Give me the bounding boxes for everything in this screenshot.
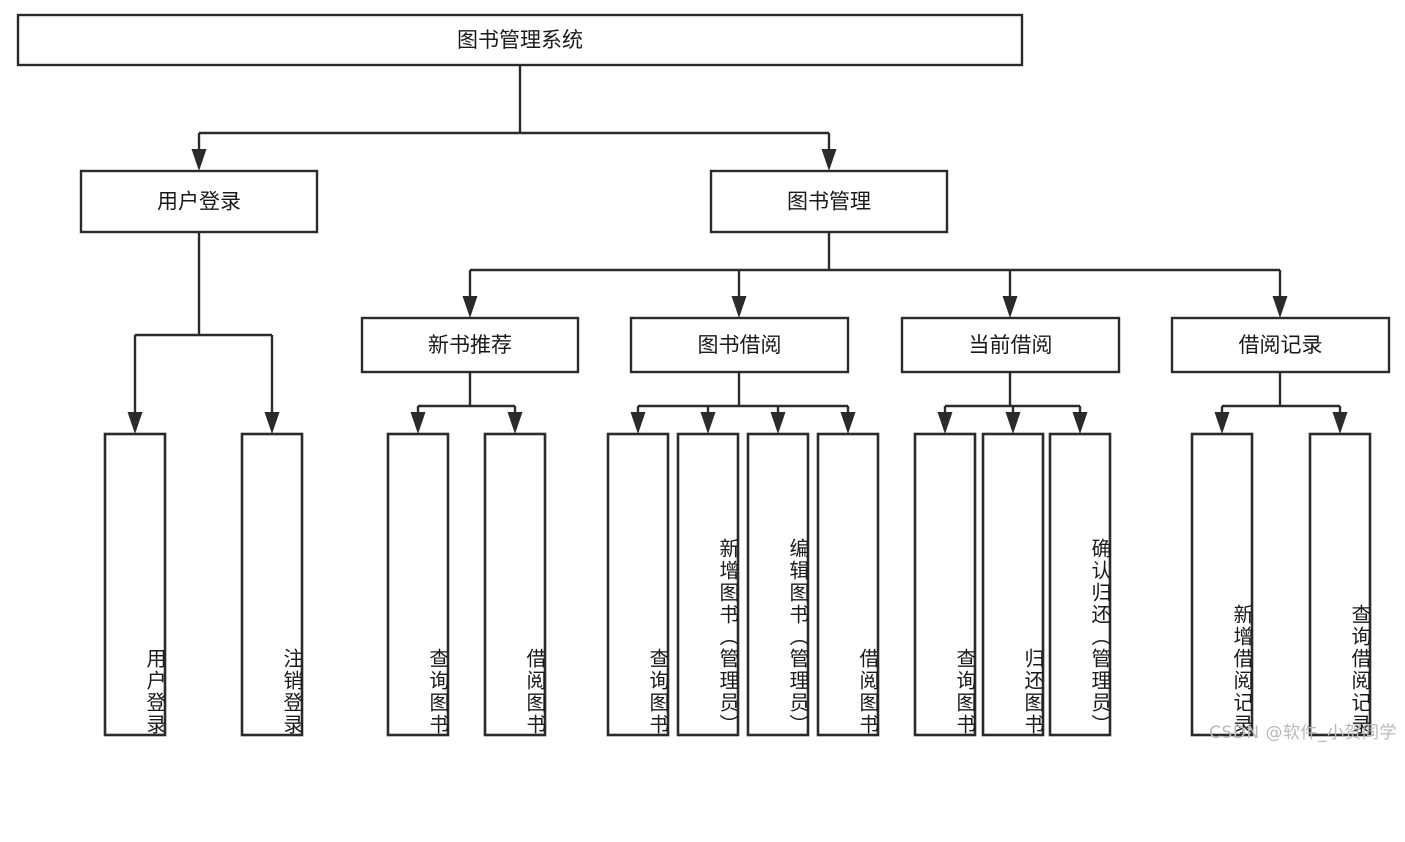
- watermark: CSDN @软件_小贺同学: [1209, 723, 1397, 743]
- level3-node-label-borrow-record: 借阅记录: [1239, 333, 1323, 357]
- level3-node-box-book-borrow[interactable]: [629, 316, 850, 374]
- level3-node-label-current-borrow: 当前借阅: [969, 333, 1053, 357]
- level2-node-box-book-management[interactable]: [709, 169, 949, 234]
- connector-arrow-icon: [1272, 296, 1288, 318]
- connector-arrow-icon: [840, 412, 856, 434]
- leaf-node-box-leaf-logout-login[interactable]: [240, 432, 304, 737]
- level3-node-box-current-borrow[interactable]: [900, 316, 1121, 374]
- connector-arrow-icon: [770, 412, 786, 434]
- level3-node-box-borrow-record[interactable]: [1170, 316, 1391, 374]
- leaf-node-box-leaf-query-borrow-record[interactable]: [1308, 432, 1372, 737]
- leaf-node-box-leaf-user-login[interactable]: [103, 432, 167, 737]
- connector-arrow-icon: [1332, 412, 1348, 434]
- level2-node-box-user-login[interactable]: [79, 169, 319, 234]
- connector-arrow-icon: [937, 412, 953, 434]
- diagram-canvas: 图书管理系统用户登录图书管理新书推荐图书借阅当前借阅借阅记录 用户登录注销登录查…: [16, 13, 1397, 743]
- connector-arrow-icon: [821, 149, 837, 171]
- connector-arrow-icon: [1214, 412, 1230, 434]
- node-box-layer: [16, 13, 1391, 737]
- connector-arrow-icon: [731, 296, 747, 318]
- leaf-node-box-leaf-borrow-book-rec[interactable]: [483, 432, 547, 737]
- level3-node-box-new-book-recommend[interactable]: [360, 316, 580, 374]
- leaf-node-box-leaf-query-book-current[interactable]: [913, 432, 977, 737]
- level3-node-label-new-book-recommend: 新书推荐: [428, 333, 512, 357]
- leaf-node-box-leaf-return-book[interactable]: [981, 432, 1045, 737]
- level3-node-label-book-borrow: 图书借阅: [698, 333, 782, 357]
- connector-arrow-icon: [191, 149, 207, 171]
- root-node-box-root[interactable]: [16, 13, 1024, 67]
- level2-node-label-book-management: 图书管理: [787, 190, 871, 214]
- connector-arrow-icon: [462, 296, 478, 318]
- root-node-label-root: 图书管理系统: [457, 28, 583, 52]
- connector-arrow-icon: [630, 412, 646, 434]
- leaf-node-box-leaf-edit-book-admin[interactable]: [746, 432, 810, 737]
- connector-arrow-icon: [507, 412, 523, 434]
- connector-arrow-icon: [410, 412, 426, 434]
- leaf-node-box-leaf-query-book-rec[interactable]: [386, 432, 450, 737]
- connector-arrow-icon: [264, 412, 280, 434]
- leaf-node-box-leaf-add-borrow-record[interactable]: [1190, 432, 1254, 737]
- connector-arrow-icon: [1072, 412, 1088, 434]
- connector-arrow-icon: [1005, 412, 1021, 434]
- connector-arrow-icon: [1002, 296, 1018, 318]
- leaf-node-box-leaf-query-book-borrow[interactable]: [606, 432, 670, 737]
- connector-layer: [127, 65, 1348, 434]
- connector-arrow-icon: [127, 412, 143, 434]
- leaf-node-box-leaf-add-book-admin[interactable]: [676, 432, 740, 737]
- level2-node-label-user-login: 用户登录: [157, 190, 241, 214]
- leaf-node-box-leaf-confirm-return-admin[interactable]: [1048, 432, 1112, 737]
- connector-arrow-icon: [700, 412, 716, 434]
- leaf-node-box-leaf-borrow-book[interactable]: [816, 432, 880, 737]
